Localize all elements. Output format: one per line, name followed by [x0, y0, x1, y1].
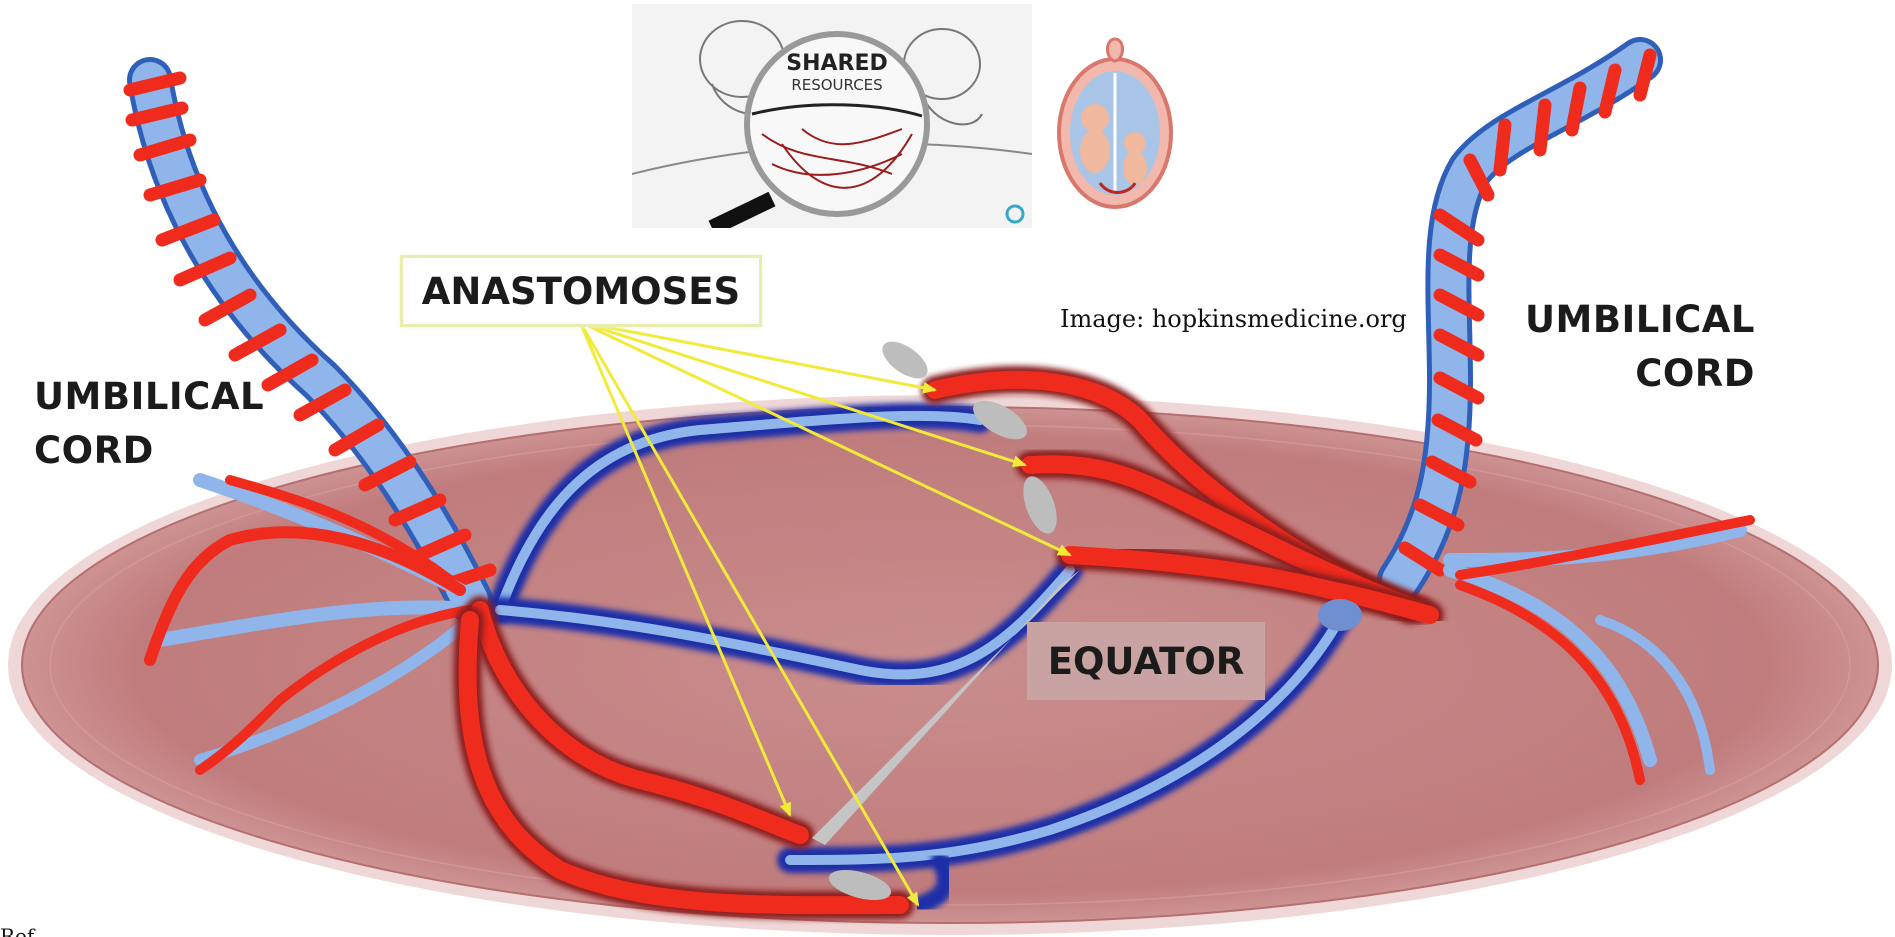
- anastomoses-label: ANASTOMOSES: [400, 255, 762, 327]
- equator-text: EQUATOR: [1048, 640, 1245, 683]
- image-credit: Image: hopkinsmedicine.org: [1060, 305, 1407, 333]
- anastomoses-text: ANASTOMOSES: [422, 270, 740, 313]
- reference-text: Ref: [0, 924, 34, 937]
- shared-title: SHARED: [786, 51, 888, 76]
- umbilical-left-line2: CORD: [34, 424, 264, 478]
- anastomosis-site: [876, 334, 934, 385]
- umbilical-left-line1: UMBILICAL: [34, 370, 264, 424]
- shared-resources-illustration: SHARED RESOURCES: [632, 4, 1032, 228]
- equator-label: EQUATOR: [1027, 622, 1265, 700]
- umbilical-cord-right-label: UMBILICAL CORD: [1525, 293, 1755, 401]
- resources-title: RESOURCES: [791, 76, 882, 94]
- umbilical-cord-left-label: UMBILICAL CORD: [34, 370, 264, 478]
- twins-in-sac-illustration: [1055, 33, 1175, 211]
- umbilical-right-line1: UMBILICAL: [1525, 293, 1755, 347]
- umbilical-right-line2: CORD: [1525, 347, 1755, 401]
